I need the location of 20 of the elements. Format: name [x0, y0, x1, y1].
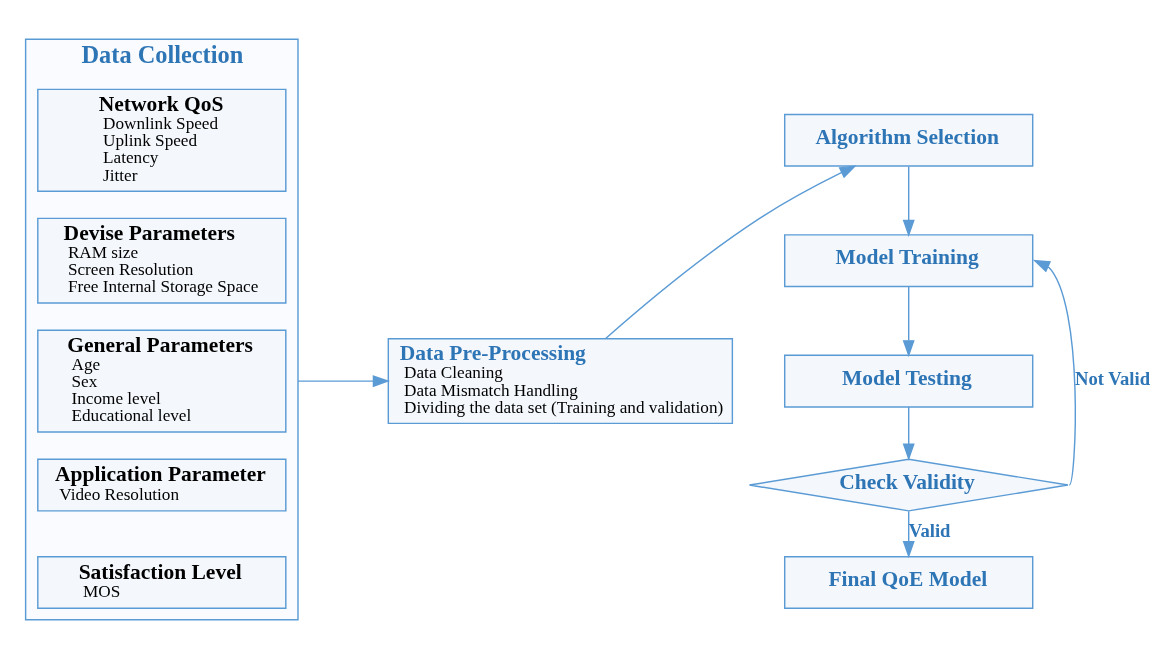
node-box: Final QoE Model	[784, 556, 1034, 610]
node-box: Application Parameter Video Resolution	[37, 458, 287, 512]
node-box: Model Training	[784, 234, 1034, 288]
arrow	[902, 406, 915, 461]
edge-label: Not Valid	[1075, 367, 1151, 389]
node-box: Algorithm Selection	[784, 113, 1034, 167]
node-box: General Parameters Age Sex Income level Educational level	[37, 329, 287, 433]
node-box: Model Testing	[784, 354, 1034, 408]
arrow	[902, 510, 915, 559]
node-box: Satisfaction Level MOS	[37, 556, 287, 610]
arrow	[902, 165, 915, 237]
arrow	[604, 165, 857, 340]
node-diamond: Check Validity	[748, 458, 1069, 512]
arrow	[297, 375, 390, 388]
edge-label: Valid	[908, 520, 951, 542]
node-box: Network QoS Downlink Speed Uplink Speed Latency Jitter	[37, 88, 287, 192]
arrow	[902, 286, 915, 358]
node-box: Devise Parameters RAM size Screen Resolution Free Internal Storage Space	[37, 217, 287, 304]
arrow	[1032, 259, 1077, 486]
node-box: Data Pre-Processing Data Cleaning Data Mismatch Handling Dividing the data set (Training and validation)	[387, 338, 734, 425]
